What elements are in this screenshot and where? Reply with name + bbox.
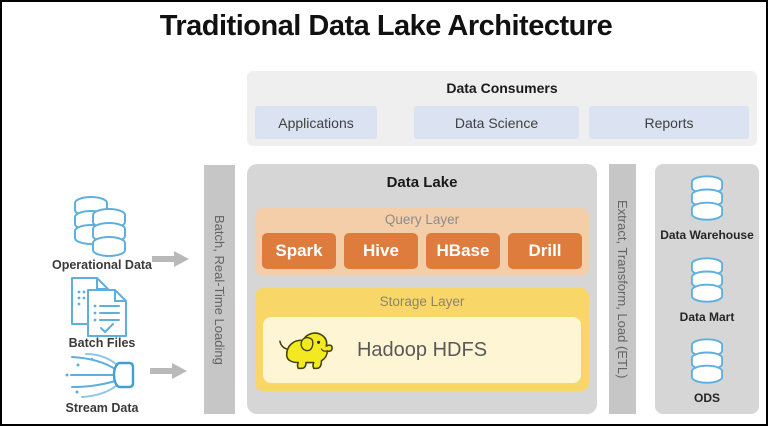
source-stream-data-label: Stream Data (65, 401, 139, 415)
documents-icon (70, 276, 130, 343)
engine-hbase: HBase (426, 233, 500, 269)
data-lake-title: Data Lake (386, 174, 458, 191)
etl-bar: Extract, Transform, Load (ETL) (609, 164, 636, 414)
storage-layer-title: Storage Layer (379, 294, 465, 309)
ingest-bar: Batch, Real-Time Loading (204, 165, 235, 414)
consumer-reports: Reports (589, 106, 749, 139)
consumer-data-science: Data Science (414, 106, 579, 139)
database-stack-icon (73, 195, 127, 262)
database-icon (690, 175, 724, 221)
data-lake-panel: Data Lake Query Layer Spark Hive HBase D… (247, 164, 597, 414)
data-consumers-title: Data Consumers (446, 80, 558, 96)
destinations-panel: Data Warehouse Data Mart ODS (655, 164, 759, 414)
destination-data-mart: Data Mart (679, 256, 735, 325)
destination-label: Data Warehouse (660, 228, 754, 242)
database-icon (690, 338, 724, 384)
ingest-bar-label: Batch, Real-Time Loading (212, 214, 227, 365)
stream-nozzle-icon (64, 351, 138, 404)
engine-row: Spark Hive HBase Drill (262, 233, 582, 269)
hadoop-hdfs-label: Hadoop HDFS (356, 338, 488, 361)
consumer-applications: Applications (255, 106, 377, 139)
hadoop-hdfs-box: Hadoop HDFS (263, 317, 581, 383)
destination-label: Data Mart (679, 309, 735, 324)
query-layer-box: Query Layer Spark Hive HBase Drill (255, 208, 589, 276)
source-batch-files-label: Batch Files (68, 336, 136, 350)
engine-hive: Hive (344, 233, 418, 269)
query-layer-title: Query Layer (384, 212, 460, 227)
arrow-right-icon (150, 362, 188, 380)
destination-label: ODS (693, 391, 720, 405)
hadoop-elephant-icon (277, 327, 335, 378)
engine-spark: Spark (262, 233, 336, 269)
source-operational-data-label: Operational Data (51, 258, 153, 272)
storage-layer-box: Storage Layer Hadoop HDFS (255, 288, 589, 391)
arrow-right-icon (152, 250, 190, 268)
destination-ods: ODS (690, 337, 724, 406)
destination-data-warehouse: Data Warehouse (660, 174, 754, 243)
etl-bar-label: Extract, Transform, Load (ETL) (615, 199, 630, 379)
database-icon (690, 256, 724, 303)
page-title: Traditional Data Lake Architecture (159, 10, 613, 42)
data-consumers-panel: Data Consumers Applications Data Science… (247, 71, 757, 146)
engine-drill: Drill (508, 233, 582, 269)
